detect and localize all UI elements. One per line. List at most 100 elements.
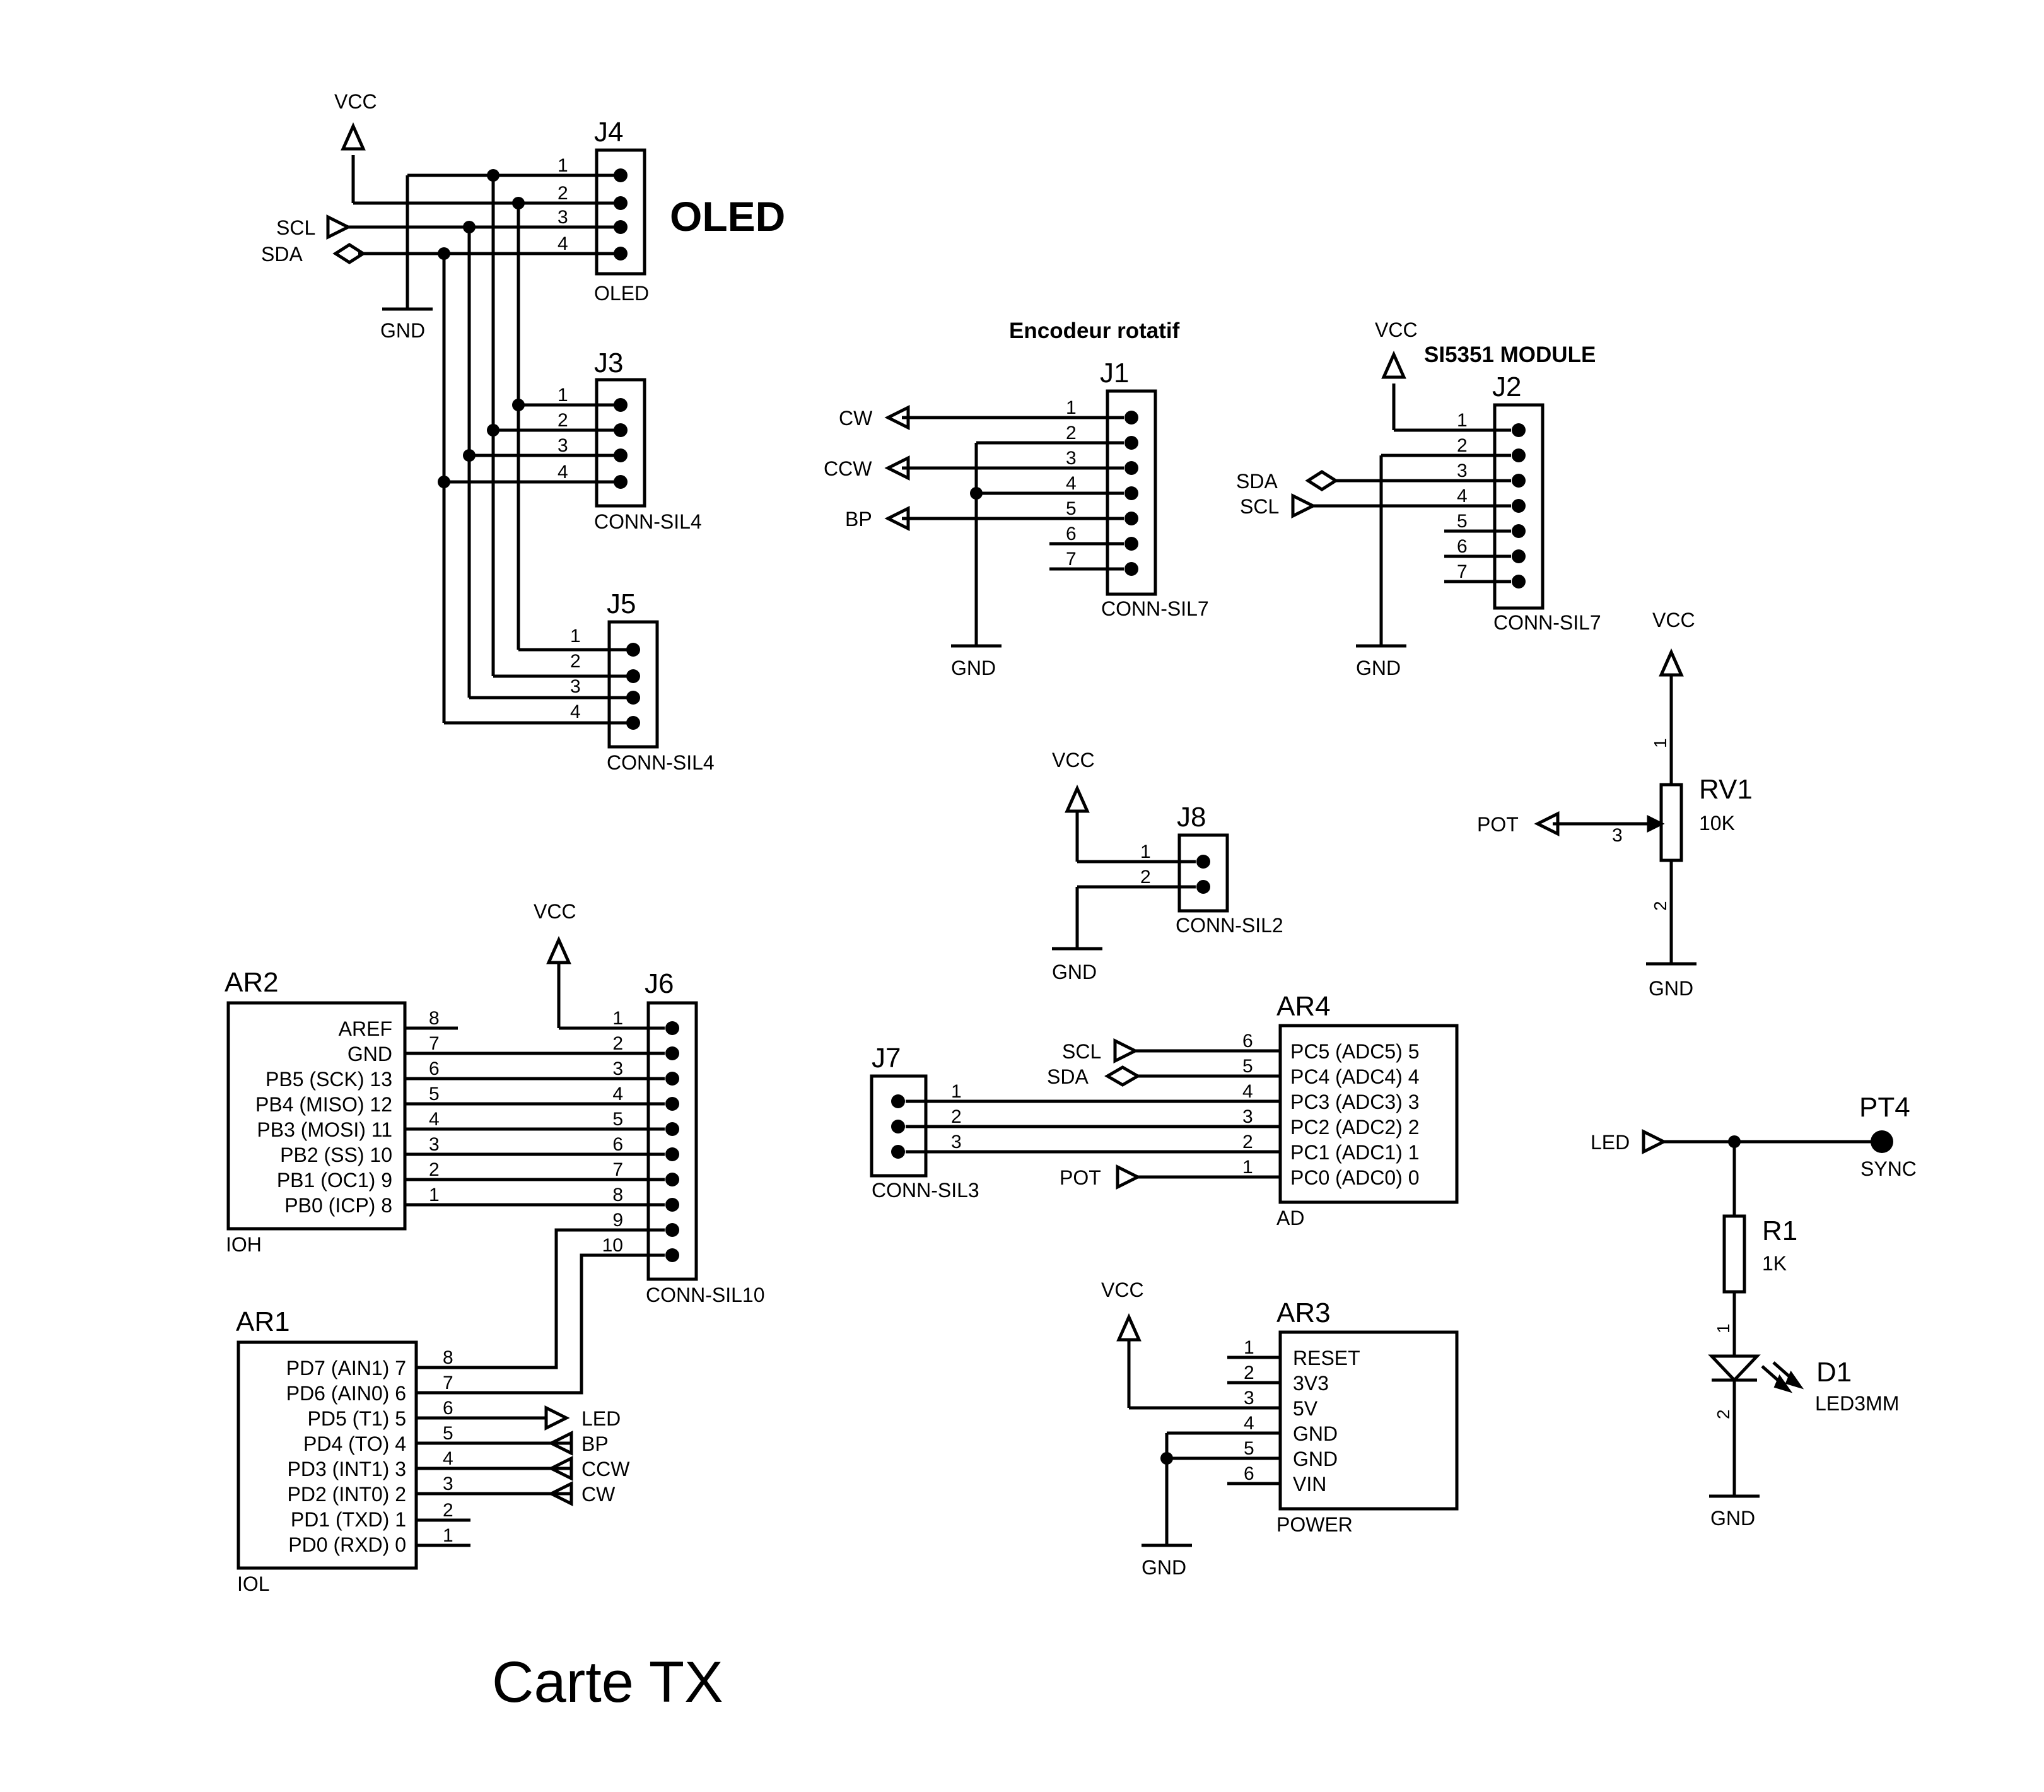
ar2-pin-name: PB3 (MOSI) 11 [257, 1118, 392, 1141]
module-ar2: AR2 IOH [225, 967, 407, 1256]
j1-pin: 2 [1066, 423, 1077, 443]
j6-value: CONN-SIL10 [646, 1284, 765, 1306]
ar4-pin-name: PC5 (ADC5) 5 [1290, 1040, 1420, 1063]
scl-port-label: SCL [276, 216, 315, 239]
j6-pin: 4 [612, 1084, 623, 1104]
j6-ref: J6 [645, 968, 674, 999]
j4-ref: J4 [594, 117, 623, 148]
j7-pin: 3 [951, 1132, 962, 1152]
module-ar1: AR1 IOL [236, 1306, 418, 1595]
j5-pin: 2 [570, 651, 581, 672]
j8-pin: 1 [1140, 841, 1151, 862]
bp-port-label: BP [581, 1432, 609, 1455]
ar3-pin-num: 3 [1244, 1388, 1254, 1408]
pot-port-label: POT [1060, 1166, 1101, 1189]
rv1-pin: 3 [1612, 825, 1623, 846]
j2-pin: 5 [1457, 511, 1468, 532]
connector-j5: J5 CONN-SIL4 1 2 3 4 [570, 589, 715, 774]
ar1-pin-name: PD0 (RXD) 0 [288, 1533, 406, 1556]
ar3-pin-num: 2 [1244, 1362, 1254, 1383]
ccw-port-label: CCW [581, 1458, 630, 1480]
d1-pin: 1 [1714, 1323, 1733, 1333]
ar4-pin-num: 5 [1242, 1056, 1253, 1077]
ar1-ref: AR1 [236, 1306, 290, 1337]
j1-pin: 5 [1066, 498, 1077, 519]
ar1-wires: 8 7 6 5 4 3 2 1 LED BP CCW CW [416, 1347, 630, 1547]
j1-value: CONN-SIL7 [1101, 597, 1209, 620]
led-port-label: LED [1591, 1131, 1630, 1154]
ar4-ref: AR4 [1276, 991, 1331, 1022]
j2-ref: J2 [1492, 372, 1521, 402]
ar1-pin-num: 2 [443, 1500, 453, 1521]
ar4-pin-num: 6 [1242, 1031, 1253, 1051]
ar2-pin-name: PB2 (SS) 10 [280, 1144, 392, 1166]
encoder-heading: Encodeur rotatif [1009, 319, 1180, 343]
pot-port-label: POT [1477, 813, 1519, 836]
led-section: LED PT4 SYNC R1 1K D1 LED3MM 1 2 GND [1591, 1092, 1917, 1530]
ar2-ref: AR2 [225, 967, 279, 998]
j1-pin: 1 [1066, 397, 1077, 418]
ar4-pin-name: PC3 (ADC3) 3 [1290, 1091, 1420, 1113]
j5-ref: J5 [607, 589, 636, 619]
oled-heading: OLED [670, 193, 785, 240]
ar3-value: POWER [1276, 1513, 1353, 1536]
j5-pin: 3 [570, 676, 581, 697]
ar1-pin-name: PD4 (TO) 4 [303, 1432, 406, 1455]
vcc-label: VCC [1652, 609, 1695, 631]
ar1-pin-name: PD7 (AIN1) 7 [286, 1357, 406, 1379]
j3-pin: 2 [558, 410, 568, 431]
ar4-pin-num: 1 [1242, 1157, 1253, 1178]
j6-pin: 9 [612, 1210, 623, 1231]
vcc-label: VCC [534, 900, 576, 923]
j1-pin: 6 [1066, 524, 1077, 544]
ar2-wires: 8 7 6 5 4 3 2 1 [405, 1008, 665, 1207]
ar1-pin-name: PD3 (INT1) 3 [288, 1458, 406, 1480]
scl-port-label: SCL [1062, 1040, 1101, 1063]
ar3-pin-name: GND [1293, 1448, 1338, 1470]
j7-ref: J7 [872, 1043, 901, 1074]
ar1-pin-num: 5 [443, 1423, 453, 1444]
j3-pin: 1 [558, 385, 568, 406]
j7-pin: 2 [951, 1106, 962, 1127]
connector-j3: J3 CONN-SIL4 1 2 3 4 [558, 348, 702, 533]
j6-pin: 1 [612, 1008, 623, 1029]
j3-ref: J3 [594, 348, 623, 378]
j2-pin: 3 [1457, 460, 1468, 481]
j6-pin: 6 [612, 1134, 623, 1155]
ar2-pin-num: 4 [429, 1109, 440, 1130]
gnd-label: GND [1649, 977, 1693, 1000]
gnd-label: GND [380, 319, 425, 342]
gnd-label: GND [1142, 1556, 1186, 1579]
j8-pin: 2 [1140, 867, 1151, 887]
ar1-pin-name: PD5 (T1) 5 [308, 1407, 406, 1430]
ar2-pin-num: 6 [429, 1058, 440, 1079]
j5-value: CONN-SIL4 [607, 751, 715, 774]
ar2-pin-name: PB5 (SCK) 13 [266, 1068, 392, 1091]
connector-j6: VCC J6 CONN-SIL10 1 2 3 4 5 6 7 8 9 10 [418, 900, 765, 1395]
j8-value: CONN-SIL2 [1176, 914, 1283, 937]
j6-pin: 5 [612, 1109, 623, 1130]
gnd-label: GND [951, 657, 996, 679]
ar3-pin-name: GND [1293, 1422, 1338, 1445]
ar1-pin-names: PD7 (AIN1) 7 PD6 (AIN0) 6 PD5 (T1) 5 PD4… [286, 1357, 406, 1556]
ar1-pin-num: 1 [443, 1525, 453, 1546]
ar2-pin-num: 2 [429, 1159, 440, 1180]
j1-ref: J1 [1100, 358, 1129, 389]
ar1-pin-num: 8 [443, 1347, 453, 1368]
ar4-pin-num: 2 [1242, 1132, 1253, 1152]
sda-port-label: SDA [1047, 1065, 1089, 1088]
j7-pin: 1 [951, 1081, 962, 1102]
j2-pin: 7 [1457, 561, 1468, 582]
j4-pin: 4 [558, 233, 568, 254]
ar3-pin-name: 3V3 [1293, 1372, 1329, 1395]
j3-pin: 3 [558, 435, 568, 456]
j1-pin: 3 [1066, 448, 1077, 469]
rv1-ref: RV1 [1699, 774, 1753, 805]
d1-value: LED3MM [1815, 1392, 1899, 1415]
ar4-pin-name: PC0 (ADC0) 0 [1290, 1166, 1420, 1189]
j2-pin: 6 [1457, 536, 1468, 557]
ar2-pin-name: AREF [339, 1017, 392, 1040]
connector-j8: VCC GND J8 CONN-SIL2 1 2 [1052, 749, 1283, 983]
j6-pin: 10 [602, 1235, 623, 1256]
